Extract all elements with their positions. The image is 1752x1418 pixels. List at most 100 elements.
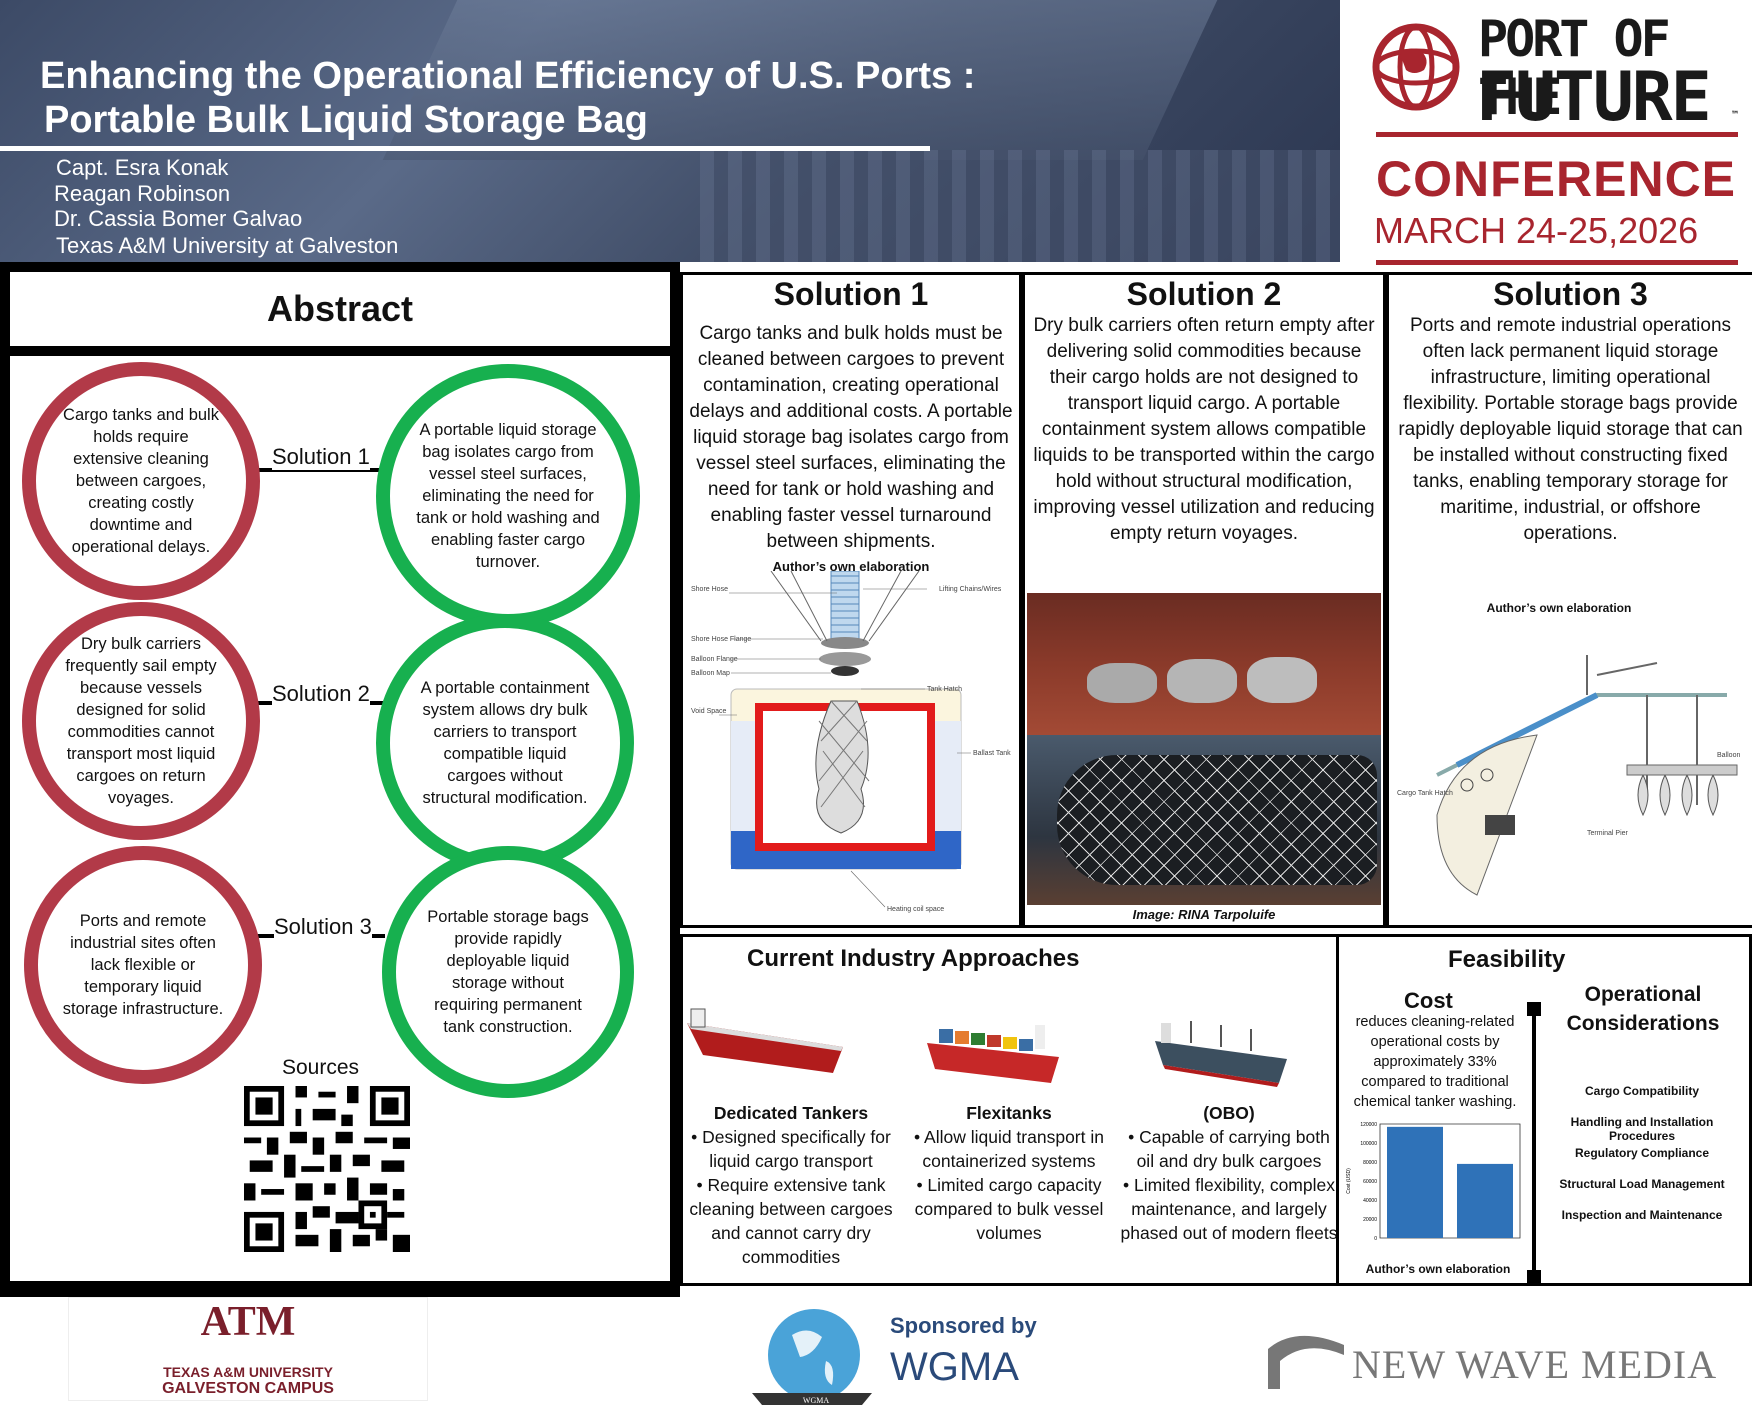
footer-logos: ATM TEXAS A&M UNIVERSITY GALVESTON CAMPU… — [0, 1297, 1752, 1418]
label-balloon-map: Balloon Map — [691, 670, 730, 677]
ops-item-5: Inspection and Maintenance — [1561, 1208, 1723, 1222]
divider-cap-bottom — [1527, 1270, 1541, 1284]
obo-title: (OBO) — [1203, 1103, 1255, 1123]
solution-2-text: Dry bulk carriers often return empty aft… — [1033, 315, 1375, 544]
dock-photo-backdrop — [700, 150, 1340, 262]
sponsored-by: Sponsored by — [890, 1313, 1037, 1338]
obo-bullet-2: • Limited flexibility, complex maintenan… — [1120, 1175, 1338, 1243]
author-2: Reagan Robinson — [54, 181, 231, 206]
chart-ytick-4: 80000 — [1363, 1160, 1377, 1166]
divider-cap-top — [1527, 1002, 1541, 1016]
ops-item-4: Structural Load Management — [1559, 1177, 1725, 1191]
solution-1-text: Cargo tanks and bulk holds must be clean… — [689, 323, 1013, 552]
conf-line1: PORT OF THE — [1478, 10, 1671, 126]
chart-ytick-2: 40000 — [1363, 1198, 1377, 1204]
storage-bag-photo — [1027, 735, 1381, 905]
globe-icon — [1372, 23, 1460, 111]
new-wave-media-name: NEW WAVE MEDIA — [1352, 1342, 1718, 1387]
ops-heading-line2: Considerations — [1566, 1012, 1720, 1035]
problem-3-circle: Ports and remote industrial sites often … — [24, 846, 262, 1084]
new-wave-media-icon — [1268, 1335, 1344, 1389]
cargo-hold-photo — [1027, 593, 1381, 735]
ops-heading: Operational Considerations — [1548, 980, 1738, 1038]
industry-heading: Current Industry Approaches — [747, 945, 1080, 972]
chart-axes — [1379, 1123, 1521, 1239]
problem-2-circle: Dry bulk carriers frequently sail empty … — [22, 602, 260, 840]
affiliation: Texas A&M University at Galveston — [56, 233, 399, 258]
tamu-line2: GALVESTON CAMPUS — [162, 1380, 334, 1397]
solution-1-label: Solution 1 — [272, 444, 370, 470]
connector-1 — [255, 468, 385, 472]
industry-item-flexitanks: Flexitanks • Allow liquid transport in c… — [901, 1101, 1117, 1245]
tamu-logo: ATM TEXAS A&M UNIVERSITY GALVESTON CAMPU… — [68, 1297, 428, 1401]
solution-3-text: Ports and remote industrial operations o… — [1398, 315, 1743, 544]
conference-logo: PORT OF THE FUTURE ™ CONFERENCE MARCH 24… — [1340, 0, 1752, 270]
solution-3-title: Solution 3 — [1493, 276, 1648, 312]
label-tank-hatch: Tank Hatch — [927, 686, 962, 693]
poster-title-line2: Portable Bulk Liquid Storage Bag — [44, 99, 648, 141]
abstract-panel: Abstract Cargo tanks and bulk holds requ… — [0, 262, 680, 1297]
feasibility-divider — [1532, 1004, 1536, 1282]
chart-ytick-5: 100000 — [1360, 1141, 1377, 1147]
conf-line3: CONFERENCE — [1376, 151, 1737, 207]
header-banner: Enhancing the Operational Efficiency of … — [0, 0, 1340, 262]
obo-ship-image — [1155, 1021, 1287, 1087]
flexitanks-bullet-1: • Allow liquid transport in containerize… — [914, 1127, 1104, 1171]
ops-item-2: Handling and Installation Procedures — [1570, 1115, 1714, 1143]
cost-heading: Cost — [1404, 988, 1453, 1013]
chart-bar-2 — [1457, 1163, 1513, 1238]
label-ballast-tank: Ballast Tank — [973, 750, 1011, 757]
solution-2-circle: A portable containment system allows dry… — [376, 614, 634, 872]
container-ship-image — [927, 1025, 1059, 1083]
solution-1-caption: Author’s own elaboration — [772, 559, 930, 574]
terminal-diagram: Cargo Tank Hatch Terminal Pier Balloon — [1397, 655, 1740, 896]
tankers-title: Dedicated Tankers — [713, 1103, 869, 1123]
abstract-heading: Abstract — [10, 272, 670, 346]
solution-2-label: Solution 2 — [272, 681, 370, 707]
solution-3-circle: Portable storage bags provide rapidly de… — [382, 846, 634, 1098]
feasibility-heading: Feasibility — [1448, 946, 1566, 973]
cost-text: reduces cleaning-related operational cos… — [1353, 1014, 1517, 1110]
conf-rule-top — [1376, 132, 1738, 137]
storage-bag-tank-diagram: Shore Hose Lifting Chains/Wires Shore Ho… — [691, 571, 1011, 913]
solution-2-caption: Image: RINA Tarpoluife — [1132, 907, 1276, 922]
solution-2-panel: Solution 2 Dry bulk carriers often retur… — [1022, 272, 1386, 928]
ops-item-1: Cargo Compatibility — [1584, 1084, 1699, 1098]
obo-bullet-1: • Capable of carrying both oil and dry b… — [1128, 1127, 1330, 1171]
chart-ytick-0: 0 — [1374, 1236, 1377, 1242]
wgma-globe-icon: WGMA — [752, 1309, 872, 1405]
title-underline — [0, 146, 930, 151]
solution-1-panel: Solution 1 Cargo tanks and bulk holds mu… — [680, 272, 1022, 928]
label-balloon-flange: Balloon Flange — [691, 656, 738, 663]
chart-bar-1 — [1387, 1126, 1443, 1238]
label-cargo-tank-hatch: Cargo Tank Hatch — [1397, 790, 1453, 797]
label-shore-hose-flange: Shore Hose Flange — [691, 636, 751, 643]
label-void-space: Void Space — [691, 708, 727, 715]
tanker-image — [687, 1008, 843, 1073]
ops-item-3: Regulatory Compliance — [1574, 1146, 1710, 1160]
tamu-line1: TEXAS A&M UNIVERSITY — [163, 1364, 333, 1380]
conf-line2: FUTURE — [1476, 58, 1712, 137]
chart-ylabel: Cost (USD) — [1346, 1168, 1352, 1194]
solution-2-title: Solution 2 — [1126, 276, 1282, 312]
ops-heading-line1: Operational — [1584, 983, 1702, 1006]
conf-rule-bottom — [1376, 260, 1738, 265]
chart-ytick-6: 120000 — [1360, 1122, 1377, 1128]
solution-1-circle: A portable liquid storage bag isolates c… — [376, 364, 640, 628]
sources-label: Sources — [282, 1056, 360, 1079]
industry-panel: Current Industry Approaches Dedicated Ta… — [680, 934, 1340, 1286]
flexitanks-title: Flexitanks — [966, 1103, 1052, 1123]
label-terminal-pier: Terminal Pier — [1587, 830, 1629, 837]
abstract-body: Cargo tanks and bulk holds require exten… — [10, 356, 670, 1281]
author-1: Capt. Esra Konak — [56, 155, 229, 180]
solution-3-label: Solution 3 — [274, 914, 372, 940]
wgma-name: WGMA — [890, 1345, 1019, 1389]
label-balloon: Balloon — [1717, 752, 1740, 759]
label-shore-hose: Shore Hose — [691, 586, 728, 593]
tankers-bullet-2: • Require extensive tank cleaning betwee… — [689, 1175, 893, 1267]
solution-3-panel: Solution 3 Ports and remote industrial o… — [1386, 272, 1752, 928]
poster-title-line1: Enhancing the Operational Efficiency of … — [40, 55, 976, 97]
sources-qr-code[interactable] — [244, 1086, 410, 1252]
tankers-bullet-1: • Designed specifically for liquid cargo… — [691, 1127, 891, 1171]
